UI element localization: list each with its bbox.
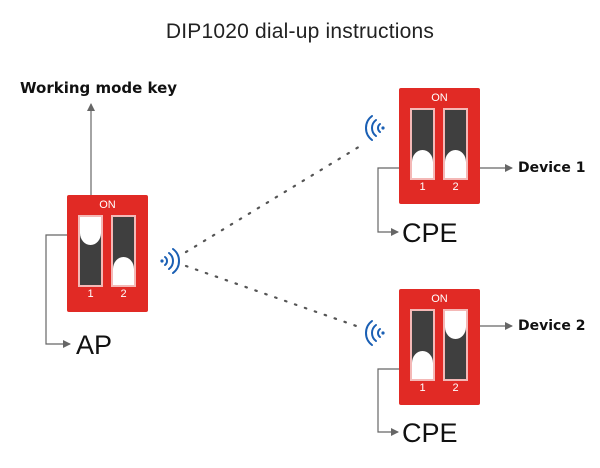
dip-on-label: ON [431,293,448,305]
switch-knob [412,150,433,178]
cpe1-mode-arrow [377,167,410,236]
dip-switch-1[interactable] [410,309,435,381]
dip-switch-2[interactable] [111,215,136,287]
dip-switch-number: 2 [120,288,127,300]
working-mode-key-label: Working mode key [20,79,178,97]
wifi-signal-icon [365,320,385,346]
wifi-signal-icon [365,115,385,141]
wireless-link-1 [184,143,364,254]
ap-label: AP [76,330,113,360]
dip-switch-number: 2 [452,181,459,193]
dip-on-label: ON [431,92,448,104]
ap-dip-switch: ON 1 2 [67,195,148,312]
dip-switch-number: 1 [419,382,426,394]
switch-knob [113,257,134,285]
device1-label: Device 1 [518,160,586,176]
cpe2-mode-arrow [377,368,410,436]
dip-switch-1[interactable] [78,215,103,287]
cpe1-dip-switch: ON 1 2 [399,88,480,204]
wireless-link-2 [184,264,364,330]
dip-switch-1[interactable] [410,108,435,180]
dip-switch-number: 1 [87,288,94,300]
switch-knob [445,150,466,178]
switch-knob [80,217,101,245]
cpe2-dip-switch: ON 1 2 [399,289,480,405]
ap-mode-arrow [45,234,77,348]
switch-knob [412,351,433,379]
dip-switch-number: 2 [452,382,459,394]
diagram-title: DIP1020 dial-up instructions [165,20,435,43]
cpe2-label: CPE [402,418,458,448]
dip-switch-2[interactable] [443,309,468,381]
device2-label: Device 2 [518,318,586,334]
dip-switch-number: 1 [419,181,426,193]
switch-knob [445,311,466,339]
dip-switch-2[interactable] [443,108,468,180]
dip-on-label: ON [99,199,116,211]
cpe1-label: CPE [402,218,458,248]
wifi-signal-icon [160,248,180,274]
